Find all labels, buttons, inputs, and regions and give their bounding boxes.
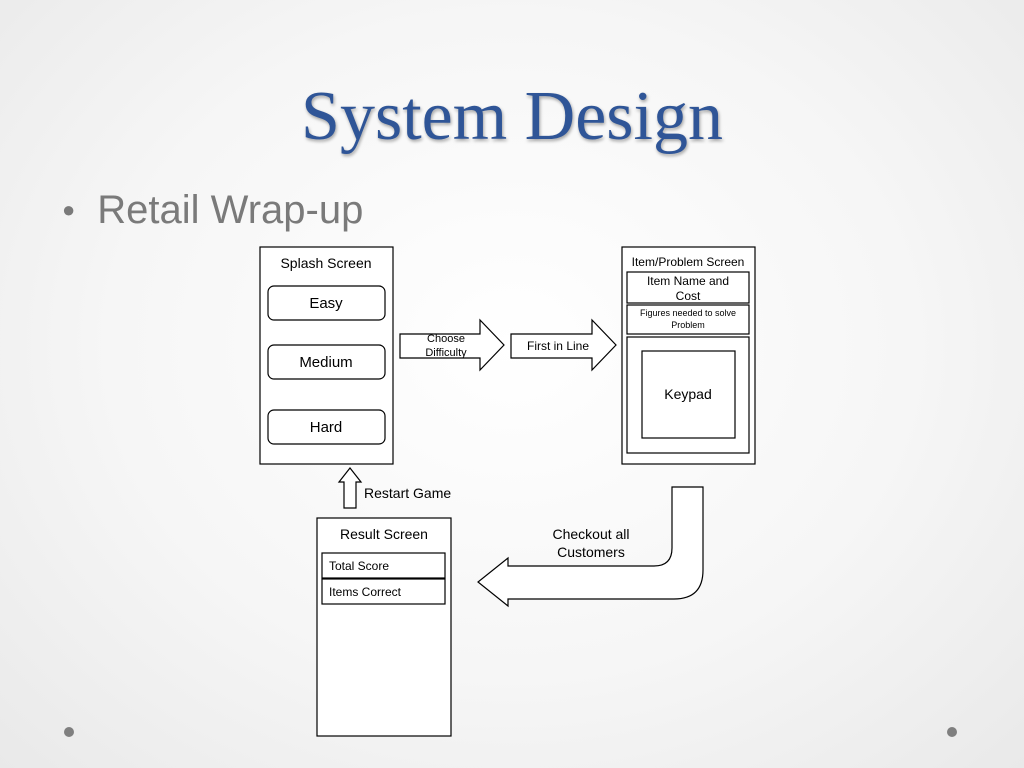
keypad-label: Keypad	[664, 386, 711, 402]
total-score-label: Total Score	[329, 559, 389, 573]
result-screen-title: Result Screen	[340, 526, 428, 542]
items-correct-label: Items Correct	[329, 585, 402, 599]
item-problem-screen-title: Item/Problem Screen	[632, 255, 745, 269]
choose-difficulty-label-line1: Choose	[427, 333, 465, 345]
item-name-line1: Item Name and	[647, 274, 729, 288]
easy-button-label: Easy	[309, 295, 343, 312]
corner-dot-left-icon	[64, 727, 74, 737]
figures-line1: Figures needed to solve	[640, 308, 736, 318]
slide-title: System Design	[301, 78, 723, 155]
restart-game-arrow: Restart Game	[337, 467, 451, 509]
checkout-label-line1: Checkout all	[552, 526, 629, 542]
first-in-line-arrow: First in Line	[510, 318, 617, 372]
checkout-arrow: Checkout all Customers	[477, 486, 704, 608]
checkout-label-line2: Customers	[557, 544, 625, 560]
bullet-text: Retail Wrap-up	[97, 188, 364, 232]
choose-difficulty-label-line2: Difficulty	[425, 347, 467, 359]
item-name-line2: Cost	[676, 289, 701, 303]
corner-dot-right-icon	[947, 727, 957, 737]
bullet-dot-icon: ●	[62, 197, 76, 222]
splash-screen: Splash Screen Easy Medium Hard	[259, 246, 394, 465]
item-problem-screen: Item/Problem Screen Item Name and Cost F…	[621, 246, 756, 465]
restart-game-label: Restart Game	[364, 485, 451, 501]
result-screen: Result Screen Total Score Items Correct	[316, 517, 452, 737]
choose-difficulty-arrow: Choose Difficulty	[399, 318, 505, 372]
first-in-line-label: First in Line	[527, 339, 589, 353]
hard-button-label: Hard	[310, 419, 343, 436]
hard-button: Hard	[267, 409, 386, 445]
splash-screen-title: Splash Screen	[280, 255, 371, 271]
bullet-item: ● Retail Wrap-up	[62, 190, 363, 230]
figures-line2: Problem	[671, 320, 705, 330]
medium-button: Medium	[267, 344, 386, 380]
easy-button: Easy	[267, 285, 386, 321]
medium-button-label: Medium	[299, 354, 352, 371]
